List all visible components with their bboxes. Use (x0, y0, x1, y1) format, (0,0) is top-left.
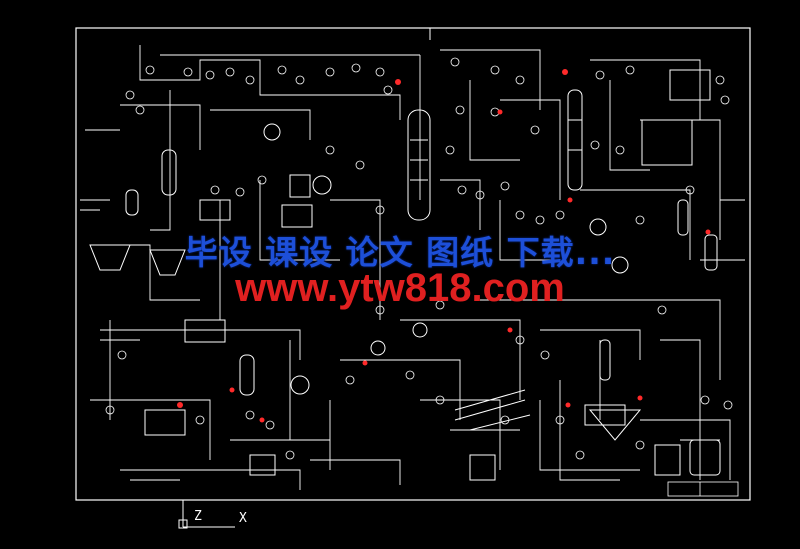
process-piping (80, 45, 745, 490)
drawing-frame (75, 27, 751, 501)
watermark-line-1: 毕设 课设 论文 图纸 下载... (184, 233, 616, 272)
title-block (667, 481, 739, 497)
instrument-bubbles (105, 57, 733, 460)
ucs-icon (178, 500, 235, 529)
highlight-markers (177, 69, 711, 423)
ucs-z-label: Z (194, 509, 202, 524)
ucs-x-label: X (239, 511, 247, 526)
watermark-line-2: www.ytw818.com (235, 266, 565, 310)
equipment (89, 69, 721, 481)
